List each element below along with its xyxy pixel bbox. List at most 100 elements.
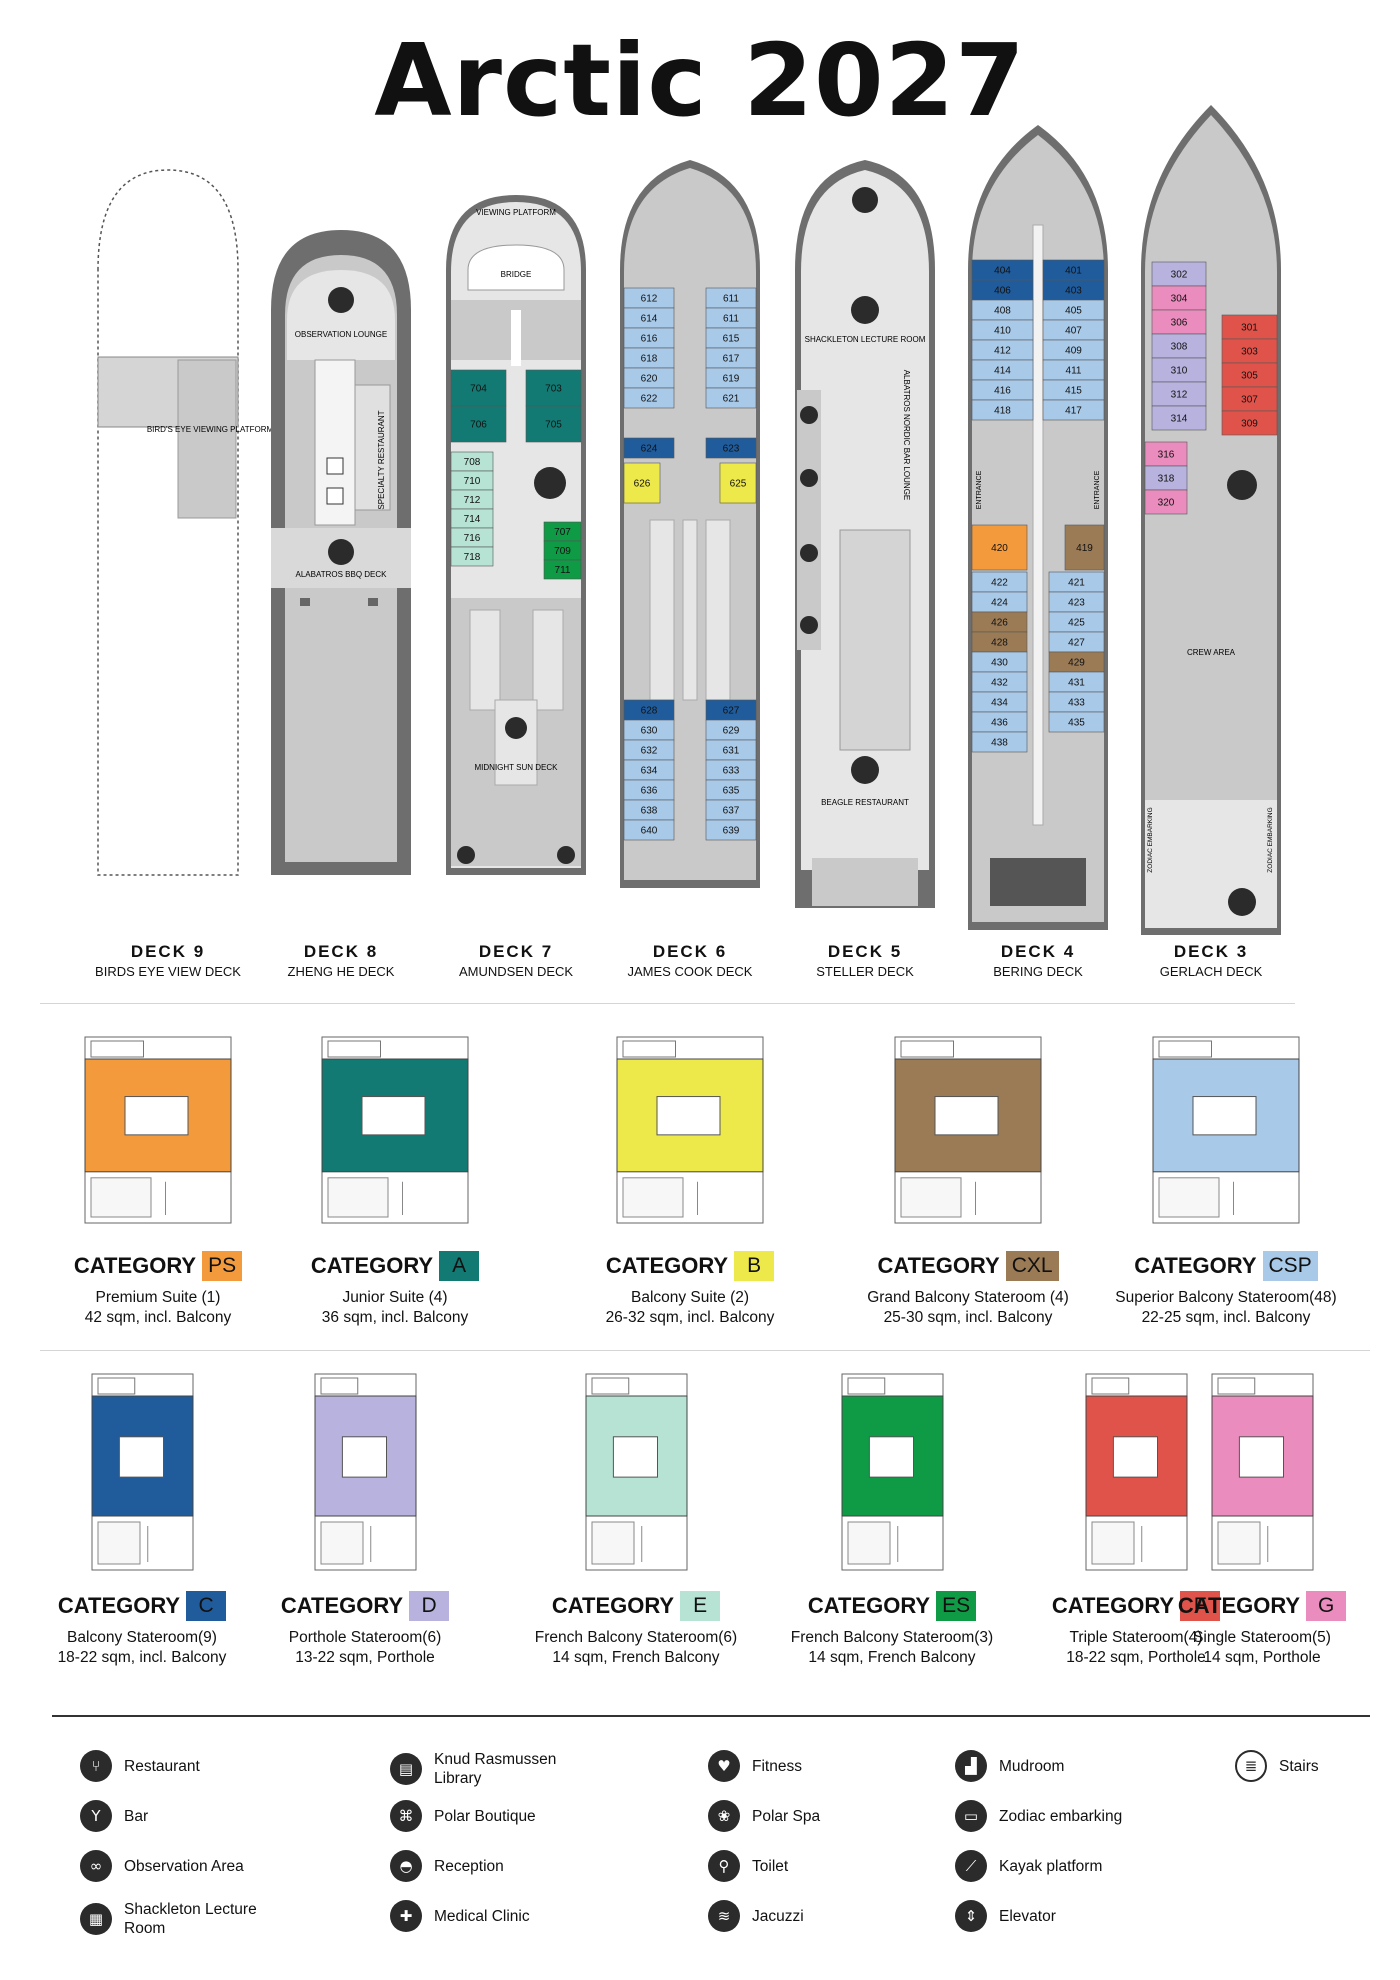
cabin-number: 302 — [1171, 270, 1188, 281]
legend-item: ▭Zodiac embarking — [955, 1800, 1122, 1832]
cabin-number: 427 — [1068, 638, 1085, 649]
cabin-floorplan — [1152, 1036, 1300, 1224]
cabin-312 — [1151, 381, 1207, 407]
spa-icon: ❀ — [708, 1800, 740, 1832]
cabin-number: 320 — [1158, 498, 1175, 509]
cabin-number: 639 — [723, 826, 740, 837]
category-badge: B — [734, 1251, 775, 1281]
category-size: 36 sqm, incl. Balcony — [321, 1309, 469, 1326]
cabin-number: 631 — [723, 746, 740, 757]
legend-item: ⟋Kayak platform — [955, 1850, 1102, 1882]
cabin-number: 611 — [723, 294, 739, 305]
category-name: Grand Balcony Stateroom (4) — [867, 1289, 1069, 1306]
cabin-number: 703 — [545, 384, 562, 395]
cabin-number: 621 — [723, 394, 740, 405]
cabin-number: 434 — [991, 698, 1008, 709]
category-plan-cxl — [893, 1035, 1043, 1230]
cabin-number: 707 — [554, 527, 571, 538]
cabin-302 — [1151, 261, 1207, 287]
legend-label: Zodiac embarking — [999, 1807, 1123, 1825]
cabin-number: 405 — [1065, 306, 1082, 317]
cabin-number: 633 — [723, 766, 740, 777]
cabin-number: 422 — [991, 578, 1008, 589]
cabin-floorplan — [841, 1373, 943, 1571]
category-size: 13-22 sqm, Porthole — [295, 1649, 435, 1666]
category-badge: PS — [202, 1251, 243, 1281]
d4-entrance-left: ENTRANCE — [976, 470, 983, 509]
category-word: CATEGORY — [280, 1593, 404, 1618]
category-plan-ps — [83, 1035, 233, 1230]
legend-item: ▤Knud Rasmussen Library — [390, 1750, 584, 1788]
cabin-number: 425 — [1068, 618, 1085, 629]
cabin-621 — [705, 387, 757, 409]
category-size: 18-22 sqm, incl. Balcony — [57, 1649, 227, 1666]
category-badge: C — [186, 1591, 227, 1621]
cabin-number: 306 — [1171, 318, 1188, 329]
category-plan-g — [1210, 1372, 1315, 1577]
category-plan-a — [320, 1035, 470, 1230]
cabin-435 — [1048, 711, 1105, 733]
cabin-number: 303 — [1241, 347, 1258, 358]
category-size: 14 sqm, French Balcony — [552, 1649, 720, 1666]
legend-item: ♥Fitness — [708, 1750, 802, 1782]
legend-label: Reception — [434, 1857, 504, 1875]
deck-plans: BIRD'S EYE VIEWING PLATFORM OBSERVATION … — [97, 105, 1281, 935]
deck-label: DECK 3 GERLACH DECK — [1126, 942, 1296, 979]
toilet-icon: ⚲ — [708, 1850, 740, 1882]
cabin-number: 407 — [1065, 326, 1082, 337]
cabin-number: 401 — [1065, 266, 1082, 277]
legend-item: ✚Medical Clinic — [390, 1900, 530, 1932]
bar-icon: Y — [80, 1800, 112, 1832]
cabin-number: 417 — [1065, 406, 1082, 417]
legend-item: ⌘Polar Boutique — [390, 1800, 536, 1832]
deck-name: GERLACH DECK — [1159, 964, 1263, 979]
divider-mid — [40, 1350, 1370, 1351]
deck-number: DECK 9 — [130, 942, 206, 961]
legend-item: ▟Mudroom — [955, 1750, 1064, 1782]
cabin-number: 412 — [994, 346, 1011, 357]
cabin-number: 626 — [634, 479, 651, 490]
cabin-number: 622 — [641, 394, 658, 405]
deck-7-plan: VIEWING PLATFORM BRIDGE MIDNIGHT SUN DEC… — [446, 195, 586, 875]
cabin-number: 704 — [470, 384, 487, 395]
cabin-number: 415 — [1065, 386, 1082, 397]
cabin-number: 426 — [991, 618, 1008, 629]
cabin-number: 709 — [554, 546, 571, 557]
cabin-number: 430 — [991, 658, 1008, 669]
page-title: Arctic 2027 — [374, 22, 1026, 139]
category-name: Superior Balcony Stateroom(48) — [1115, 1289, 1337, 1306]
d5-albatros-label: ALBATROS NORDIC BAR LOUNGE — [902, 370, 911, 501]
d5-shackleton-label: SHACKLETON LECTURE ROOM — [805, 335, 926, 344]
legend-item: ∞Observation Area — [80, 1850, 274, 1882]
cabin-number: 433 — [1068, 698, 1085, 709]
deck-number: DECK 3 — [1173, 942, 1249, 961]
cabin-625 — [719, 462, 757, 504]
cabin-number: 301 — [1241, 323, 1258, 334]
legend-label: Jacuzzi — [752, 1907, 804, 1925]
cabin-310 — [1151, 357, 1207, 383]
cabin-320 — [1144, 489, 1188, 515]
cabin-number: 404 — [994, 266, 1011, 277]
deck-number: DECK 8 — [303, 942, 379, 961]
cabin-number: 637 — [723, 806, 740, 817]
cabin-floorplan — [1211, 1373, 1313, 1571]
category-name: French Balcony Stateroom(3) — [790, 1629, 994, 1646]
legend-label: Stairs — [1279, 1757, 1319, 1775]
cabin-number: 711 — [555, 565, 571, 576]
category-plan-c — [90, 1372, 195, 1577]
cabin-number: 310 — [1171, 366, 1188, 377]
legend-label: Observation Area — [124, 1857, 244, 1875]
cabin-number: 716 — [464, 533, 481, 544]
deck-name: STELLER DECK — [816, 964, 914, 979]
